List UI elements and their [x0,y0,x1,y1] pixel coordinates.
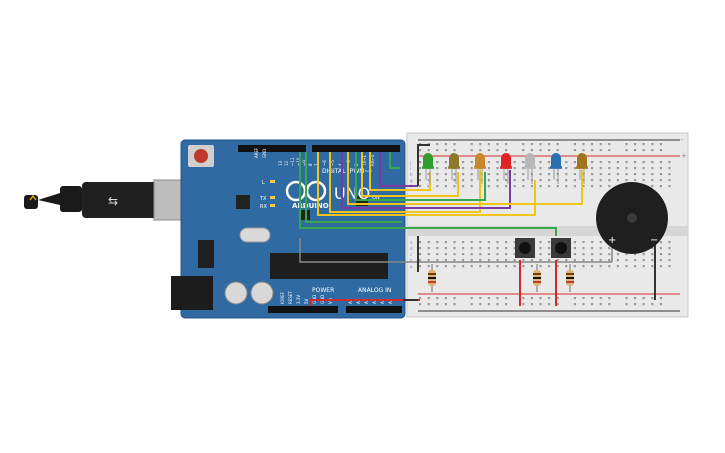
pin-label-top: 4 [338,163,343,166]
header-power [268,306,338,313]
pushbuttons[interactable] [515,238,571,258]
pin-label-top: 7 [314,163,319,166]
pin-label-bottom: A5 [388,298,393,304]
pushbutton-1 [515,238,535,258]
led-green[interactable] [422,153,434,184]
pin-label-bottom: A3 [372,298,377,304]
led-white[interactable] [524,153,536,184]
row-letter-top: i [410,166,411,171]
wire-purple-1 [341,152,511,209]
resistors[interactable] [428,264,574,292]
led-label-tx: TX [259,196,267,202]
led-label-l: L [262,180,265,186]
pin-label-bottom: A0 [348,298,353,304]
pin-label-bottom: A1 [356,298,361,304]
pin-label-top: ~5 [330,160,335,166]
row-letter-bottom: d [410,246,413,251]
wire-yellow-4 [361,152,459,197]
header-top-right [312,145,400,152]
reset-button[interactable] [194,149,208,163]
pin-label-bottom: IOREF [280,291,285,304]
aref-label: AREF [254,147,259,158]
buzzer-plus: + [608,235,616,246]
led-olive[interactable] [448,153,460,184]
wire-yellow-3 [347,152,583,205]
pin-label-top: ~9 [302,160,307,166]
header-analog [346,306,402,313]
gnd-label: GND [262,149,267,158]
pin-label-bottom: A2 [364,298,369,304]
wire-yellow-2 [329,152,481,213]
buzzer-minus: − [650,235,658,246]
led-red[interactable] [500,153,512,184]
row-letter-top: j [409,160,411,165]
wire-green-2 [299,152,557,236]
usb-icon: ⇆ [108,194,118,208]
led-blue[interactable] [550,153,562,184]
row-letter-top: g [410,178,413,183]
wire-yellow-1 [317,152,536,216]
pin-label-top: 12 [284,160,289,166]
pushbutton-2 [551,238,571,258]
pin-label-top: ~6 [322,160,327,166]
led-orange[interactable] [576,153,588,184]
analog-header-label: ANALOG IN [358,287,391,294]
pin-label-bottom: 3.3V [296,295,301,304]
wire-purple-2 [379,152,418,187]
led-label-rx: RX [260,204,267,210]
pin-label-top: RX←0 [370,154,375,166]
pin-label-top: 13 [278,160,283,166]
wire-black-1 [417,144,430,186]
row-letter-bottom: c [410,252,412,257]
row-letter-bottom: b [410,258,413,263]
pin-label-bottom: A4 [380,298,385,304]
led-amber[interactable] [474,153,486,184]
pin-label-top: ~11 [290,157,295,166]
digital-header-label: DIGITAL (PWM~) [322,168,372,175]
rail-minus-label: - [681,136,684,144]
leds[interactable] [422,153,588,184]
row-letter-bottom: a [410,264,413,269]
power-jack[interactable] [171,276,213,310]
piezo-buzzer[interactable]: + − [596,182,668,254]
pin-label-top: 8 [308,163,313,166]
pin-label-bottom: 5V [304,298,309,304]
header-top-left [238,145,306,152]
wire-green-3 [355,152,486,201]
rail-plus-label: + [681,152,687,160]
crystal [239,227,271,243]
pin-label-bottom: RESET [288,291,293,304]
pin-label-top: ~10 [296,157,301,166]
resistor-3 [566,264,574,292]
brand-label: ARDUINO [292,202,329,210]
pin-label-top: TX→1 [362,154,367,167]
wire-grey-1 [299,238,612,263]
atmega-chip [270,253,388,279]
wire-red-1 [309,299,420,306]
resistor-2 [533,264,541,292]
row-letter-top: h [410,172,413,177]
row-letter-bottom: e [410,240,413,245]
wire-green-4 [389,152,400,169]
resistor-1 [428,264,436,292]
power-header-label: POWER [312,287,334,294]
wires [299,144,656,306]
wire-green-1 [305,152,402,223]
on-label: ON [372,195,380,201]
